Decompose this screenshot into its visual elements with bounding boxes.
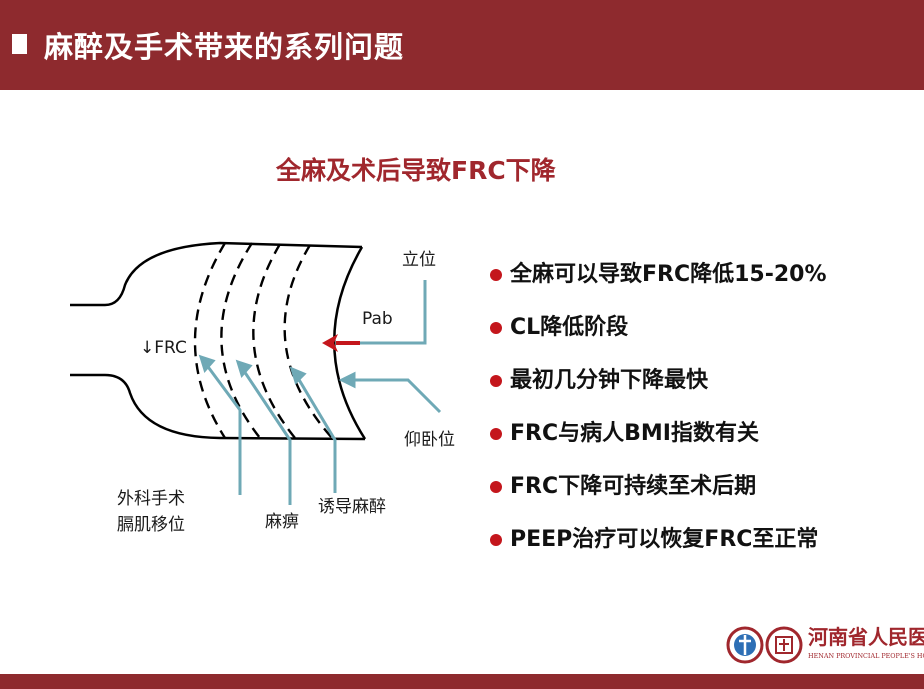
frc-label: ↓FRC xyxy=(140,338,187,358)
pab-label: Pab xyxy=(362,309,393,329)
dashed-diaphragm-2 xyxy=(252,243,296,439)
bullet-item: PEEP治疗可以恢复FRC至正常 xyxy=(490,513,827,566)
paralysis-arrowhead xyxy=(235,359,253,378)
surgery-arrowhead xyxy=(198,354,216,373)
dashed-diaphragm-3 xyxy=(220,242,261,439)
bullet-dot-icon xyxy=(490,374,502,387)
surgery-label-line1: 外科手术 xyxy=(117,489,185,509)
paralysis-pointer xyxy=(238,364,292,505)
bullet-dot-icon xyxy=(490,321,502,334)
supine-label: 仰卧位 xyxy=(404,430,455,450)
dashed-diaphragm-1 xyxy=(283,244,333,439)
bullet-item: FRC下降可持续至术后期 xyxy=(490,460,827,513)
induction-arrowhead xyxy=(289,366,307,385)
header-square-icon xyxy=(12,34,27,54)
thorax-bottom-outline xyxy=(70,373,366,441)
upright-label: 立位 xyxy=(402,250,436,270)
upright-pointer xyxy=(342,280,427,345)
surgery-label-line2: 膈肌移位 xyxy=(117,515,185,535)
header-bar: 麻醉及手术带来的系列问题 xyxy=(0,0,924,90)
frc-diagram: ↓FRC 立位 Pab 仰卧位 外科手术 膈肌移位 麻痹 诱导麻醉 xyxy=(70,225,490,555)
hospital-english-name: HENAN PROVINCIAL PEOPLE'S HOSPITAL xyxy=(808,652,924,660)
bullet-item: 最初几分钟下降最快 xyxy=(490,354,827,407)
bullet-dot-icon xyxy=(490,427,502,440)
bullet-item: 全麻可以导致FRC降低15-20% xyxy=(490,248,827,301)
diaphragm-illustration xyxy=(70,241,442,505)
induction-label: 诱导麻醉 xyxy=(318,497,386,517)
dashed-diaphragm-4 xyxy=(193,242,227,439)
supine-arrowhead xyxy=(338,371,356,389)
bullet-list: 全麻可以导致FRC降低15-20% CL降低阶段 最初几分钟下降最快 FRC与病… xyxy=(490,248,827,566)
pab-arrowhead xyxy=(322,334,338,352)
bullet-item: CL降低阶段 xyxy=(490,301,827,354)
induction-pointer xyxy=(293,372,337,493)
footer-bar xyxy=(0,674,924,689)
thorax-top-outline xyxy=(70,241,363,307)
bullet-item: FRC与病人BMI指数有关 xyxy=(490,407,827,460)
bullet-dot-icon xyxy=(490,480,502,493)
page-title: 麻醉及手术带来的系列问题 xyxy=(44,30,405,64)
surgery-pointer xyxy=(201,359,242,495)
hospital-name: 河南省人民医院 xyxy=(808,625,924,649)
bullet-dot-icon xyxy=(490,533,502,546)
hospital-logo xyxy=(726,626,803,664)
supine-pointer xyxy=(348,378,442,414)
bullet-dot-icon xyxy=(490,268,502,281)
slide-subtitle: 全麻及术后导致FRC下降 xyxy=(276,156,556,185)
paralysis-label: 麻痹 xyxy=(265,512,299,532)
